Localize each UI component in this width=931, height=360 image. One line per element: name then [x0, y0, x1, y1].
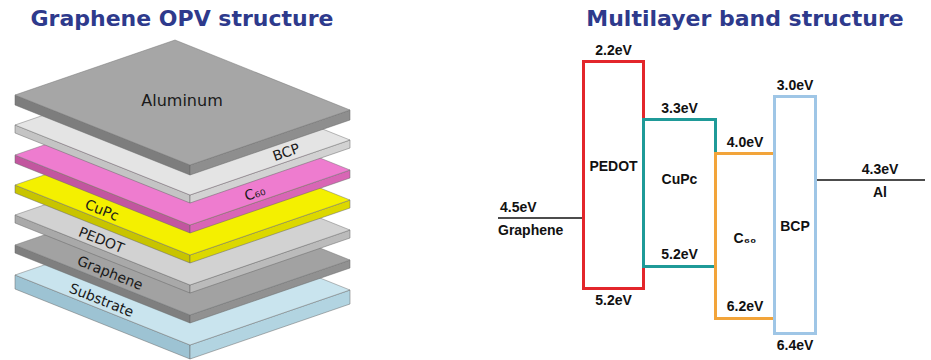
layer-slab — [15, 40, 350, 175]
energy-label: 4.3eV — [862, 161, 899, 177]
layer-name: Aluminum — [141, 93, 222, 109]
energy-label: 5.2eV — [595, 292, 632, 308]
heading: Graphene OPV structure — [31, 6, 334, 32]
fermi-level-line — [498, 217, 582, 219]
band-box: C₆₀ — [714, 152, 776, 320]
energy-label: 5.2eV — [661, 246, 698, 262]
energy-label: 3.0eV — [777, 77, 814, 93]
heading: Multilayer band structure — [586, 6, 903, 32]
material-name: CuPc — [645, 171, 714, 187]
band-box: BCP — [773, 95, 817, 335]
energy-label: Al — [873, 184, 887, 200]
material-name: C₆₀ — [717, 230, 773, 246]
band-box: PEDOT — [582, 60, 645, 290]
band-box: CuPc — [642, 118, 717, 268]
energy-label: 4.5eV — [500, 199, 537, 215]
energy-label: 2.2eV — [595, 42, 632, 58]
material-name: PEDOT — [585, 158, 642, 174]
energy-label: Graphene — [498, 222, 563, 238]
energy-label: 3.3eV — [661, 100, 698, 116]
energy-label: 4.0eV — [727, 134, 764, 150]
slab-top — [15, 40, 350, 165]
energy-label: 6.2eV — [727, 298, 764, 314]
energy-label: 6.4eV — [777, 337, 814, 353]
material-name: BCP — [776, 218, 814, 234]
fermi-level-line — [817, 179, 925, 181]
layer-label-area: Aluminum — [141, 92, 223, 108]
